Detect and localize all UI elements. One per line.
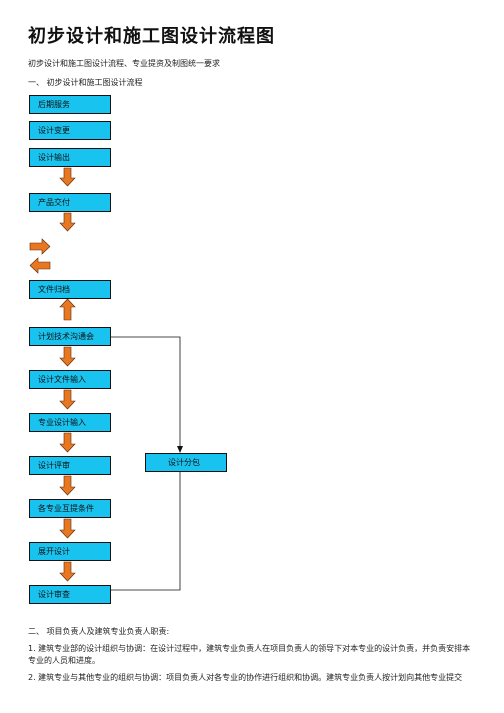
page-title: 初步设计和施工图设计流程图 [28,26,275,47]
section-heading-1: 一、 初步设计和施工图设计流程 [28,78,143,87]
flow-box-design-change: 设计变更 [29,121,111,140]
flow-box-design-file-input: 设计文件输入 [29,370,111,389]
arrow-head [177,446,183,453]
section-heading-2: 二、 项目负责人及建筑专业负责人职责: [28,627,170,636]
connector-line [110,472,181,591]
arrow-down-icon [59,561,76,582]
flow-box-design-output: 设计输出 [29,148,111,167]
arrow-up-icon [59,298,76,321]
arrow-down-icon [59,432,76,453]
flow-box-file-archive: 文件归档 [29,280,111,299]
arrow-down-icon [59,389,76,410]
arrow-left-icon [29,257,51,274]
flow-box-design-review: 设计评审 [29,456,111,475]
arrow-down-icon [59,212,76,232]
flow-box-design-check: 设计审查 [29,585,111,604]
flow-box-develop-design: 展开设计 [29,542,111,561]
paragraph-1: 1. 建筑专业部的设计组织与协调：在设计过程中，建筑专业负责人在项目负责人的领导… [28,644,471,665]
flow-box-tech-meeting: 计划技术沟通会 [29,327,111,346]
flow-box-product-delivery: 产品交付 [29,193,111,212]
paragraph-2: 2. 建筑专业与其他专业的组织与协调：项目负责人对各专业的协作进行组织和协调。建… [28,673,463,682]
subtitle: 初步设计和施工图设计流程、专业提资及制图统一要求 [28,59,220,68]
arrow-down-icon [59,518,76,539]
arrow-down-icon [59,167,76,187]
arrow-down-icon [59,346,76,367]
arrow-right-icon [29,238,51,255]
flow-box-post-service: 后期服务 [29,95,111,114]
arrow-down-icon [59,475,76,496]
flow-box-discipline-input: 专业设计输入 [29,413,111,432]
flow-box-subcontract: 设计分包 [145,453,227,472]
flow-box-mutual-conditions: 各专业互提条件 [29,499,111,518]
connector-line [110,336,181,447]
